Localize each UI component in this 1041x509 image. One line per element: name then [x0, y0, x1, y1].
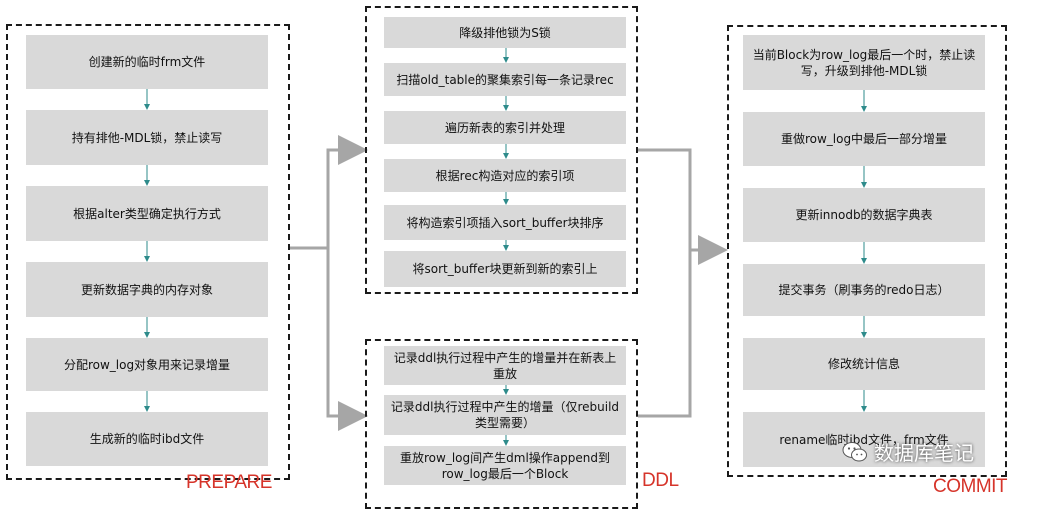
- watermark: 数据库笔记: [842, 437, 974, 466]
- prepare-step-6: 生成新的临时ibd文件: [26, 412, 268, 466]
- watermark-text: 数据库笔记: [874, 441, 974, 465]
- commit-step-4: 提交事务（刷事务的redo日志）: [743, 264, 985, 316]
- prepare-step-4: 更新数据字典的内存对象: [26, 262, 268, 317]
- prepare-step-3: 根据alter类型确定执行方式: [26, 186, 268, 241]
- wechat-icon: [842, 441, 867, 461]
- connector-ddl-bottom-to-commit: [638, 250, 692, 418]
- connector-ddl-top-to-commit: [638, 148, 728, 265]
- prepare-step-2: 持有排他-MDL锁，禁止读写: [26, 110, 268, 165]
- ddl-bottom-step-1: 记录ddl执行过程中产生的增量并在新表上重放: [384, 346, 626, 385]
- ddl-top-step-3: 遍历新表的索引并处理: [384, 111, 626, 144]
- connectors: [144, 48, 867, 446]
- commit-step-3: 更新innodb的数据字典表: [743, 188, 985, 242]
- prepare-label: PREPARE: [186, 472, 272, 493]
- ddl-top-step-2: 扫描old_table的聚集索引每一条记录rec: [384, 63, 626, 96]
- connector-prepare-to-ddl-bottom: [326, 248, 368, 431]
- connector-prepare-to-ddl: [289, 135, 368, 250]
- commit-step-1: 当前Block为row_log最后一个时，禁止读写，升级到排他-MDL锁: [743, 35, 985, 90]
- commit-label: COMMIT: [933, 476, 1008, 497]
- ddl-top-step-1: 降级排他锁为S锁: [384, 17, 626, 48]
- ddl-top-step-6: 将sort_buffer块更新到新的索引上: [384, 251, 626, 287]
- ddl-top-panel: [365, 6, 638, 294]
- commit-step-5: 修改统计信息: [743, 338, 985, 390]
- ddl-label: DDL: [642, 470, 679, 491]
- ddl-bottom-step-3: 重放row_log间产生dml操作append到row_log最后一个Block: [384, 446, 626, 485]
- commit-step-2: 重做row_log中最后一部分增量: [743, 112, 985, 166]
- commit-panel: [727, 25, 1007, 477]
- prepare-panel: [6, 24, 290, 480]
- prepare-step-5: 分配row_log对象用来记录增量: [26, 338, 268, 391]
- prepare-step-1: 创建新的临时frm文件: [26, 35, 268, 89]
- ddl-top-step-5: 将构造索引项插入sort_buffer块排序: [384, 205, 626, 240]
- ddl-top-step-4: 根据rec构造对应的索引项: [384, 159, 626, 192]
- ddl-bottom-step-2: 记录ddl执行过程中产生的增量（仅rebuild类型需要）: [384, 395, 626, 435]
